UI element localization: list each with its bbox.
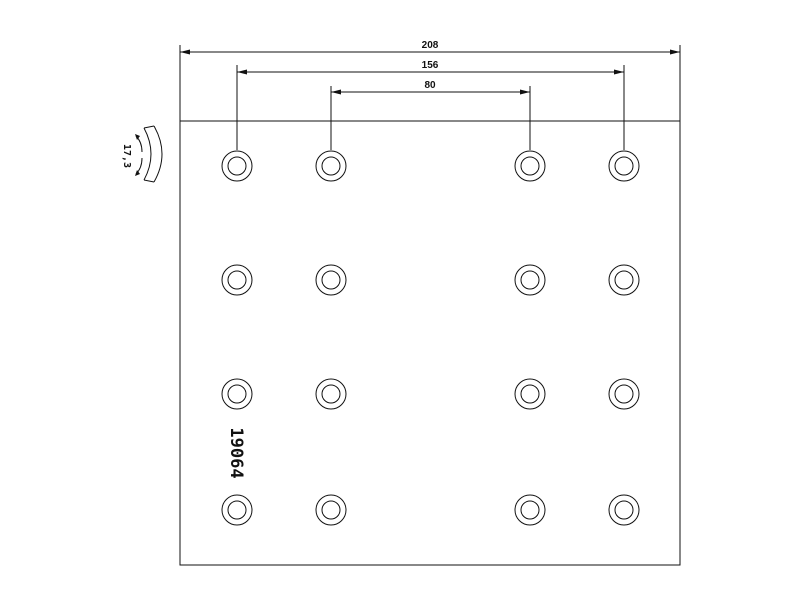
rivet-hole [608, 264, 640, 296]
arrow-head-icon [135, 170, 140, 176]
thickness-symbol: 17,3 [121, 125, 163, 183]
rivet-hole [514, 378, 546, 410]
lining-plate-outline [179, 120, 681, 566]
rivet-hole [608, 378, 640, 410]
thickness-label: 17,3 [121, 144, 132, 168]
rivet-hole [221, 378, 253, 410]
dimension-outer-hole-spacing: 156 [237, 60, 624, 75]
arrow-head-icon [135, 134, 140, 140]
rivet-hole [221, 494, 253, 526]
dimension-label-156: 156 [422, 60, 439, 71]
part-number-label: 19064 [226, 427, 246, 478]
rivet-hole [221, 264, 253, 296]
rivet-hole [315, 378, 347, 410]
dimension-overall-width: 208 [180, 40, 680, 55]
rivet-hole-grid [221, 150, 640, 526]
rivet-hole [608, 494, 640, 526]
dimension-label-80: 80 [424, 80, 436, 91]
rivet-hole [514, 150, 546, 182]
rivet-hole [514, 264, 546, 296]
rivet-hole [514, 494, 546, 526]
rivet-hole [315, 264, 347, 296]
dimension-label-208: 208 [422, 40, 439, 51]
rivet-hole [315, 150, 347, 182]
rivet-hole [315, 494, 347, 526]
dimension-inner-hole-spacing: 80 [331, 80, 530, 95]
rivet-hole [608, 150, 640, 182]
rivet-hole [221, 150, 253, 182]
